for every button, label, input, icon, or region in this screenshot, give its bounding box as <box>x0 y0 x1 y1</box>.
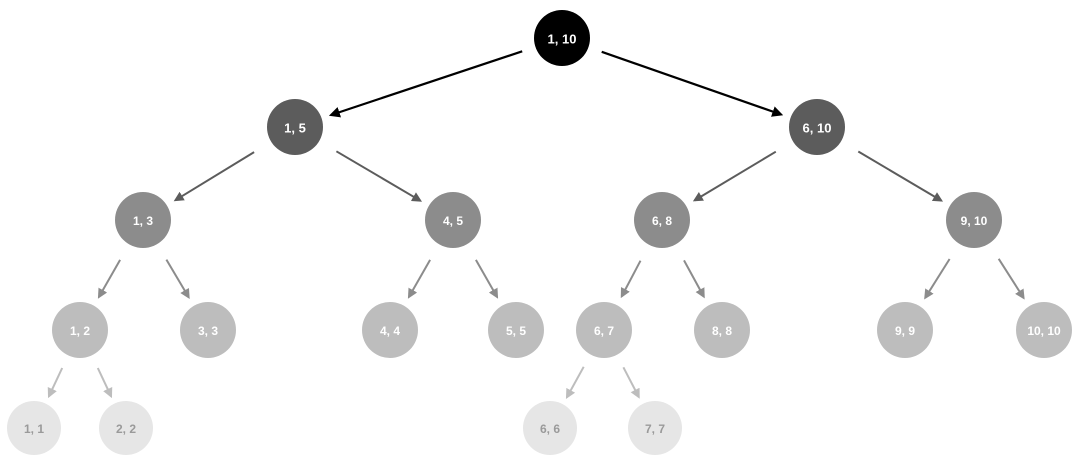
tree-node-2-2: 2, 2 <box>99 401 153 455</box>
node-label: 6, 10 <box>803 121 832 136</box>
edge-n1-3-to-n3-3 <box>165 259 190 300</box>
node-circle <box>180 302 236 358</box>
edges-layer <box>47 50 1025 400</box>
node-circle <box>362 302 418 358</box>
tree-node-9-10: 9, 10 <box>946 192 1002 248</box>
edge-n6-7-to-n7-7 <box>622 366 640 399</box>
node-label: 5, 5 <box>506 324 526 338</box>
tree-node-1-3: 1, 3 <box>115 192 171 248</box>
edge-n1-2-to-n1-1 <box>47 367 64 399</box>
tree-node-3-3: 3, 3 <box>180 302 236 358</box>
node-circle <box>534 10 590 66</box>
edge-n9-10-to-n10-10 <box>997 258 1025 300</box>
node-label: 1, 2 <box>70 324 90 338</box>
edge-n1-3-to-n1-2 <box>97 259 121 299</box>
edge-n1-5-to-n4-5 <box>335 150 423 202</box>
node-label: 9, 9 <box>895 324 915 338</box>
edge-n1-10-to-n1-5 <box>328 50 523 118</box>
node-circle <box>789 99 845 155</box>
node-circle <box>946 192 1002 248</box>
node-label: 4, 5 <box>443 214 463 228</box>
edge-n6-10-to-n6-8 <box>692 150 777 202</box>
node-circle <box>1016 302 1072 358</box>
node-label: 10, 10 <box>1027 324 1061 338</box>
node-label: 1, 3 <box>133 214 153 228</box>
node-label: 1, 5 <box>284 121 306 136</box>
node-label: 6, 7 <box>594 324 614 338</box>
node-label: 1, 1 <box>24 422 44 436</box>
node-label: 3, 3 <box>198 324 218 338</box>
node-circle <box>99 401 153 455</box>
node-label: 9, 10 <box>961 214 988 228</box>
edge-n1-2-to-n2-2 <box>96 367 113 399</box>
tree-node-6-8: 6, 8 <box>634 192 690 248</box>
node-label: 6, 8 <box>652 214 672 228</box>
node-label: 6, 6 <box>540 422 560 436</box>
edge-n1-5-to-n1-3 <box>173 151 255 202</box>
tree-node-8-8: 8, 8 <box>694 302 750 358</box>
node-label: 1, 10 <box>548 32 577 47</box>
node-circle <box>877 302 933 358</box>
node-label: 4, 4 <box>380 324 400 338</box>
node-circle <box>523 401 577 455</box>
node-circle <box>576 302 632 358</box>
tree-node-6-7: 6, 7 <box>576 302 632 358</box>
node-circle <box>634 192 690 248</box>
tree-node-9-9: 9, 9 <box>877 302 933 358</box>
tree-node-1-2: 1, 2 <box>52 302 108 358</box>
edge-n6-8-to-n6-7 <box>620 260 642 299</box>
edge-n6-10-to-n9-10 <box>857 150 944 202</box>
edge-n6-8-to-n8-8 <box>683 259 705 299</box>
tree-node-1-5: 1, 5 <box>267 99 323 155</box>
node-label: 7, 7 <box>645 422 665 436</box>
node-circle <box>52 302 108 358</box>
edge-n4-5-to-n5-5 <box>475 259 499 299</box>
tree-node-4-4: 4, 4 <box>362 302 418 358</box>
tree-node-1-1: 1, 1 <box>7 401 61 455</box>
edge-n9-10-to-n9-9 <box>924 258 951 300</box>
nodes-layer: 1, 10 1, 5 6, 10 1, 3 4, 5 6, 8 9, 10 1, 2 3, 3 4… <box>7 10 1072 455</box>
node-circle <box>425 192 481 248</box>
edge-n6-7-to-n6-6 <box>565 366 585 400</box>
node-circle <box>267 99 323 155</box>
tree-node-1-10: 1, 10 <box>534 10 590 66</box>
tree-node-4-5: 4, 5 <box>425 192 481 248</box>
tree-node-6-10: 6, 10 <box>789 99 845 155</box>
edge-n4-5-to-n4-4 <box>407 259 431 299</box>
edge-n1-10-to-n6-10 <box>601 50 784 117</box>
node-label: 2, 2 <box>116 422 136 436</box>
node-circle <box>694 302 750 358</box>
node-circle <box>488 302 544 358</box>
node-circle <box>628 401 682 455</box>
node-label: 8, 8 <box>712 324 732 338</box>
tree-node-10-10: 10, 10 <box>1016 302 1072 358</box>
tree-node-5-5: 5, 5 <box>488 302 544 358</box>
node-circle <box>115 192 171 248</box>
node-circle <box>7 401 61 455</box>
tree-node-6-6: 6, 6 <box>523 401 577 455</box>
tree-node-7-7: 7, 7 <box>628 401 682 455</box>
